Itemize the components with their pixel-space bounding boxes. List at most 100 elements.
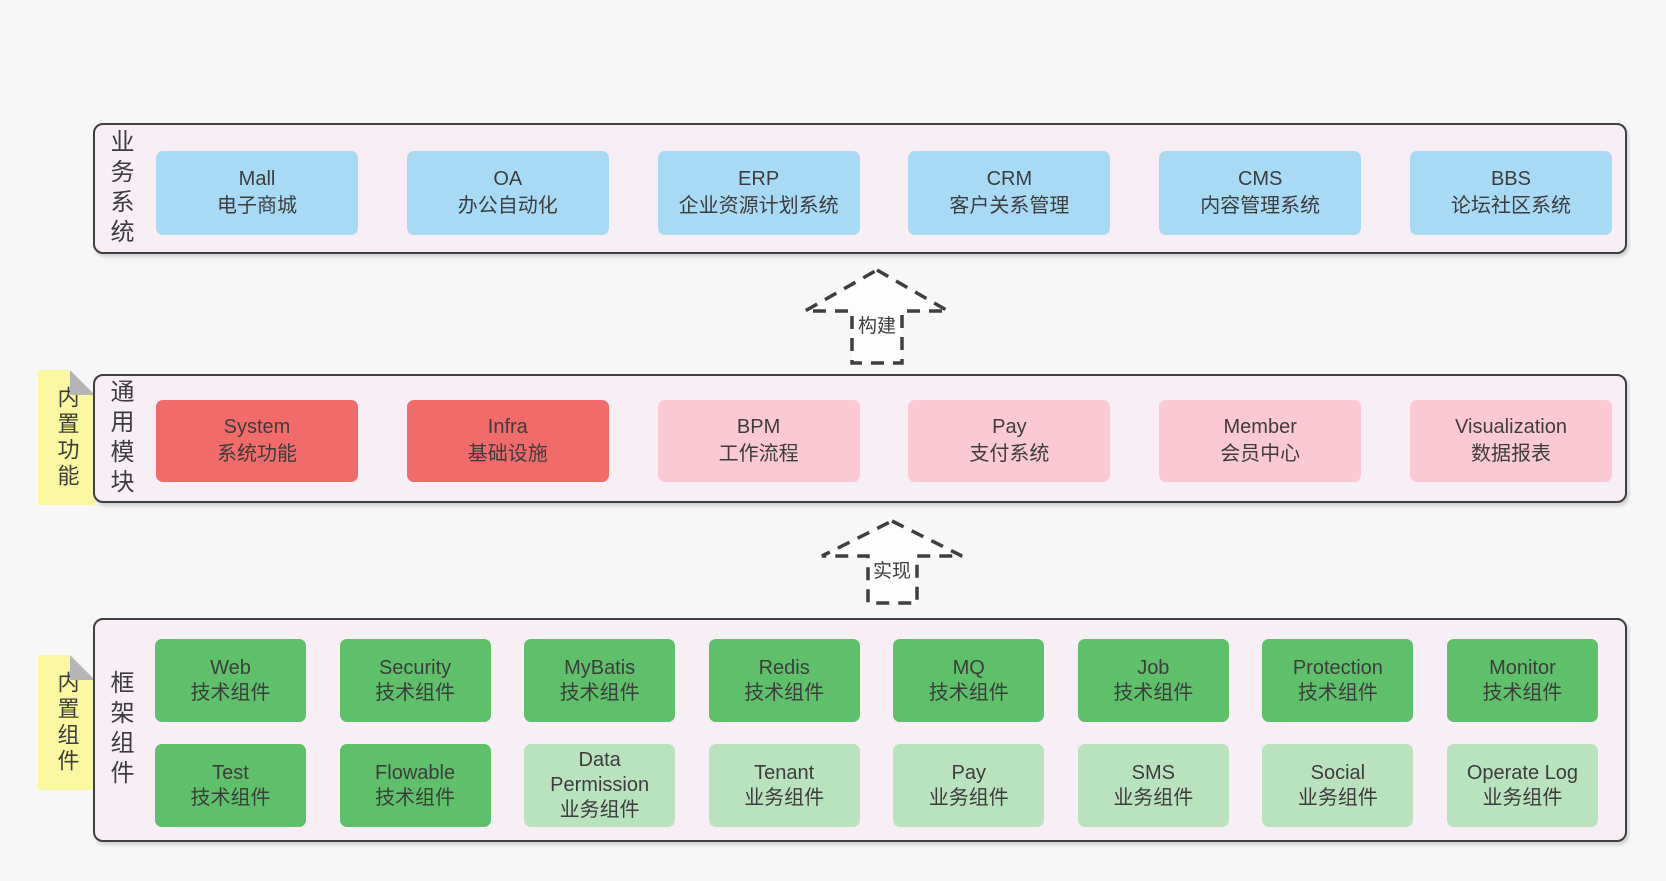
box-subtitle: 论坛社区系统 bbox=[1450, 195, 1571, 217]
box-subtitle: 业务组件 bbox=[928, 786, 1009, 809]
box-title: OA bbox=[493, 168, 523, 190]
box-subtitle: 客户关系管理 bbox=[949, 195, 1070, 217]
tier-business-systems: 业务系统 Mall 电子商城 OA 办公自动化 ERP 企业资源计划系统 CRM 客户关系管理… bbox=[93, 123, 1627, 254]
arrow-label: 构建 bbox=[858, 315, 896, 337]
box-title: Pay bbox=[951, 761, 986, 784]
box-pay: Pay 支付系统 bbox=[908, 400, 1111, 482]
box-title: SMS bbox=[1131, 761, 1175, 784]
box-subtitle: 会员中心 bbox=[1220, 443, 1301, 465]
box-subtitle: 技术组件 bbox=[744, 681, 825, 704]
tier-label-framework-components: 框架组件 bbox=[106, 670, 133, 790]
box-erp: ERP 企业资源计划系统 bbox=[657, 151, 860, 235]
arrow-label: 实现 bbox=[873, 560, 911, 582]
box-subtitle: 基础设施 bbox=[467, 443, 548, 465]
box-subtitle: 技术组件 bbox=[375, 786, 456, 809]
box-title: Redis bbox=[758, 656, 810, 679]
box-title: Test bbox=[212, 761, 249, 784]
sticky-note-builtin-features: 内置功能 bbox=[38, 370, 95, 505]
box-subtitle: 企业资源计划系统 bbox=[678, 195, 839, 217]
box-title: Social bbox=[1310, 761, 1366, 784]
box-subtitle: 技术组件 bbox=[375, 681, 456, 704]
box-member: Member 会员中心 bbox=[1159, 400, 1362, 482]
box-subtitle: 技术组件 bbox=[928, 681, 1009, 704]
box-subtitle: 业务组件 bbox=[1113, 786, 1194, 809]
box-title: Web bbox=[210, 656, 251, 679]
arrow-implement: 实现 bbox=[821, 519, 963, 605]
box-subtitle: 数据报表 bbox=[1470, 443, 1551, 465]
box-system: System 系统功能 bbox=[156, 400, 358, 482]
box-subtitle: 支付系统 bbox=[969, 443, 1050, 465]
sticky-note-label: 内置功能 bbox=[54, 385, 80, 490]
box-title: Security bbox=[378, 656, 452, 679]
box-title: Protection bbox=[1292, 656, 1383, 679]
box-subtitle: 内容管理系统 bbox=[1200, 195, 1321, 217]
box-subtitle: 技术组件 bbox=[1482, 681, 1563, 704]
box-subtitle: 业务组件 bbox=[744, 786, 825, 809]
box-subtitle: 技术组件 bbox=[559, 681, 640, 704]
box-subtitle: 电子商城 bbox=[217, 195, 297, 217]
box-title: Pay bbox=[992, 416, 1027, 438]
arrow-build: 构建 bbox=[798, 267, 955, 365]
box-subtitle: 工作流程 bbox=[718, 443, 799, 465]
folded-corner-icon bbox=[70, 655, 95, 680]
box-subtitle: 业务组件 bbox=[559, 799, 640, 821]
box-title: Infra bbox=[487, 416, 528, 438]
box-subtitle: 业务组件 bbox=[1297, 786, 1378, 809]
box-title: ERP bbox=[738, 168, 780, 190]
box-subtitle: 技术组件 bbox=[1113, 681, 1194, 704]
box-subtitle: 技术组件 bbox=[1297, 681, 1378, 704]
box-mall: Mall 电子商城 bbox=[156, 151, 358, 235]
box-subtitle: 业务组件 bbox=[1482, 786, 1563, 809]
folded-corner-icon bbox=[70, 370, 95, 395]
box-title: Flowable bbox=[375, 761, 456, 784]
sticky-note-label: 内置组件 bbox=[54, 670, 80, 775]
box-title: CMS bbox=[1237, 168, 1283, 190]
box-title: Monitor bbox=[1489, 656, 1556, 679]
box-subtitle: 技术组件 bbox=[190, 786, 271, 809]
box-title: MyBatis bbox=[564, 656, 636, 679]
box-cms: CMS 内容管理系统 bbox=[1159, 151, 1362, 235]
box-row: System 系统功能 Infra 基础设施 BPM 工作流程 Pay 支付系统 Member 会… bbox=[156, 400, 1612, 482]
box-subtitle: 办公自动化 bbox=[457, 195, 558, 217]
box-title: Operate Log bbox=[1466, 761, 1579, 784]
sticky-note-builtin-components: 内置组件 bbox=[38, 655, 95, 790]
box-row: Mall 电子商城 OA 办公自动化 ERP 企业资源计划系统 CRM 客户关系管理 CMS 内容… bbox=[156, 151, 1612, 235]
box-title: System bbox=[223, 416, 291, 438]
box-infra: Infra 基础设施 bbox=[406, 400, 609, 482]
box-subtitle: 技术组件 bbox=[190, 681, 271, 704]
block-arrow-shape bbox=[798, 267, 955, 365]
box-oa: OA 办公自动化 bbox=[406, 151, 609, 235]
box-title: Mall bbox=[238, 168, 276, 190]
box-title: CRM bbox=[986, 168, 1033, 190]
tier-label-common-modules: 通用模块 bbox=[106, 378, 133, 499]
box-title: Visualization bbox=[1455, 416, 1567, 438]
box-title: BPM bbox=[736, 416, 781, 438]
block-arrow-shape bbox=[821, 519, 963, 605]
box-bpm: BPM 工作流程 bbox=[657, 400, 860, 482]
box-subtitle: 系统功能 bbox=[217, 443, 297, 465]
box-title: Data Permission bbox=[550, 749, 650, 796]
tier-label-business-systems: 业务系统 bbox=[106, 128, 133, 249]
box-visualization: Visualization 数据报表 bbox=[1409, 400, 1612, 482]
box-title: Member bbox=[1223, 416, 1297, 438]
box-data-permission: Data Permission 业务组件 bbox=[524, 744, 676, 827]
